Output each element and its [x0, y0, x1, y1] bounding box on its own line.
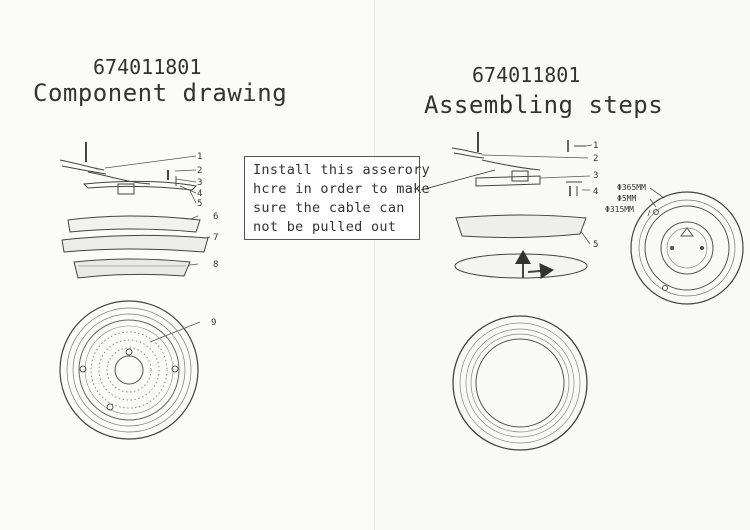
- part-label-7: 7: [213, 233, 218, 243]
- right-base-plate-view: [630, 191, 744, 305]
- right-assembly: [454, 214, 588, 279]
- part-label-3: 3: [197, 178, 202, 188]
- part-6-base-plate: [67, 215, 201, 233]
- step-label-4: 4: [593, 187, 598, 197]
- right-mounting-plate: [475, 175, 541, 187]
- note-line-1: Install this asserory: [253, 162, 430, 178]
- part-7-diffuser-ring: [61, 234, 209, 253]
- left-mounting-plate: [82, 180, 198, 191]
- right-mains-cable-icon: [451, 147, 485, 159]
- left-model-number: 674011801: [93, 55, 202, 79]
- page-fold: [374, 0, 376, 530]
- part-label-1: 1: [197, 152, 202, 162]
- note-line-4: not be pulled out: [253, 219, 397, 235]
- step-label-5: 5: [593, 240, 598, 250]
- right-connection-wire: [481, 159, 541, 171]
- left-exploded-layers: [61, 215, 209, 279]
- right-model-number: 674011801: [472, 63, 581, 87]
- right-lamp-shade-view: [452, 315, 588, 451]
- dimension-outer-diameter: Φ365MM: [617, 183, 646, 192]
- step-label-2: 2: [593, 154, 598, 164]
- right-terminal-block: [511, 170, 529, 182]
- part-label-5: 5: [197, 199, 202, 209]
- rotation-disc: [454, 253, 588, 279]
- step-label-3: 3: [593, 171, 598, 181]
- instruction-note: Install this asserory hcre in order to m…: [244, 156, 430, 240]
- dimension-hole-diameter: Φ5MM: [617, 194, 636, 203]
- part-label-6: 6: [213, 212, 218, 222]
- right-mounting-hardware: [451, 132, 586, 196]
- note-line-3: sure the cable can: [253, 200, 405, 216]
- left-terminal-block: [117, 183, 135, 195]
- step-label-1: 1: [593, 141, 598, 151]
- note-line-2: hcre in order to make: [253, 181, 430, 197]
- left-lamp-top-view: [59, 300, 199, 440]
- right-dimension-labels: Φ365MM Φ5MM Φ315MM: [605, 183, 646, 214]
- right-page-title: Assembling steps: [424, 91, 664, 119]
- note-callout-line: [420, 169, 496, 191]
- dimension-inner-diameter: Φ315MM: [605, 205, 634, 214]
- left-part-labels: 1 2 3 4 5 6 7 8 9: [197, 152, 218, 328]
- part-label-8: 8: [213, 260, 218, 270]
- part-8-cover: [73, 258, 191, 279]
- left-mains-cable-icon: [59, 159, 107, 175]
- left-connection-wire: [87, 171, 151, 185]
- part-label-4: 4: [197, 189, 202, 199]
- left-mounting-hardware: [59, 142, 198, 195]
- right-step-labels: 1 2 3 4 5: [593, 141, 598, 250]
- left-page-title: Component drawing: [33, 79, 288, 107]
- rotate-arrow-icon: [527, 263, 554, 279]
- lamp-base-side: [455, 214, 587, 239]
- right-leader-lines: [420, 144, 665, 245]
- part-label-9: 9: [211, 318, 216, 328]
- part-label-2: 2: [197, 166, 202, 176]
